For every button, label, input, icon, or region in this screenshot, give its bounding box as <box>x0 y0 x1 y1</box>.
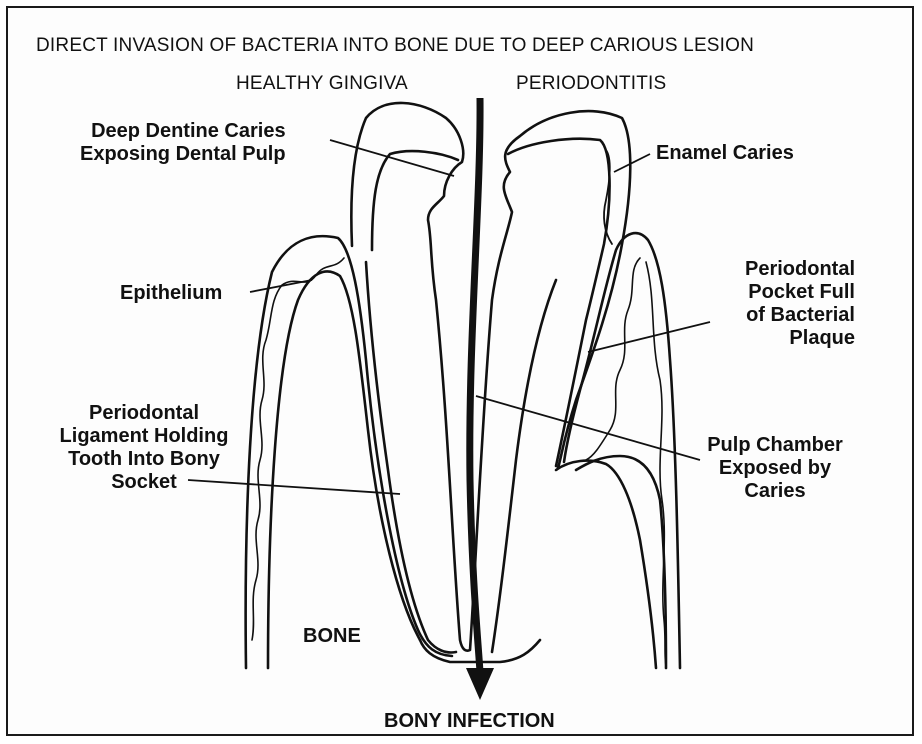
bony-infection-label: BONY INFECTION <box>384 710 555 733</box>
diagram-title: DIRECT INVASION OF BACTERIA INTO BONE DU… <box>36 34 754 57</box>
invasion-arrow <box>466 98 494 700</box>
bone-label: BONE <box>303 625 361 648</box>
left-header: HEALTHY GINGIVA <box>236 72 408 95</box>
left-epithelium-line <box>252 258 344 640</box>
periodontal-ligament-label: Periodontal Ligament Holding Tooth Into … <box>44 402 244 494</box>
deep-dentine-caries-label: Deep Dentine Caries Exposing Dental Pulp <box>80 120 286 166</box>
left-root-inner <box>366 262 456 653</box>
left-bone-outline <box>268 271 420 668</box>
right-header: PERIODONTITIS <box>516 72 666 95</box>
leader-enamel-caries <box>614 154 650 172</box>
pulp-chamber-label: Pulp Chamber Exposed by Caries <box>680 434 870 503</box>
epithelium-label: Epithelium <box>120 282 222 305</box>
enamel-caries-label: Enamel Caries <box>656 142 794 165</box>
leader-pulp <box>476 396 700 460</box>
right-root-inner <box>492 280 556 652</box>
leader-deep-caries <box>330 140 454 176</box>
periodontal-pocket-label: Periodontal Pocket Full of Bacterial Pla… <box>690 258 855 350</box>
